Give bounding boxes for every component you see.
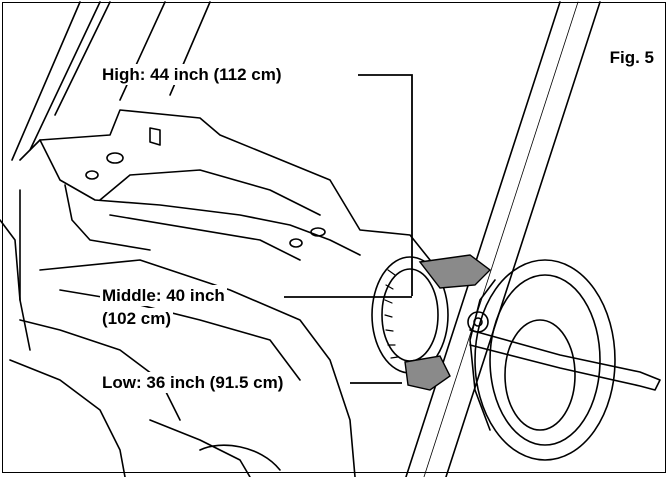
figure-number: Fig. 5 [609,48,654,67]
lower-housing [39,259,356,477]
callout-middle-cm: (102 cm) [100,308,173,329]
upper-bracket [418,254,492,289]
figure-frame [2,2,666,473]
callout-middle: Middle: 40 inch [100,285,227,306]
housing-top-edge [19,109,431,261]
height-lever [469,329,661,391]
lower-bracket [404,355,451,391]
callout-low: Low: 36 inch (91.5 cm) [100,372,286,393]
callout-high: High: 44 inch (112 cm) [100,64,284,85]
handle-bar-left-outline [11,1,81,161]
leader-line-high [358,74,413,296]
rear-wheel [474,259,616,461]
handle-tube-right [405,1,561,477]
